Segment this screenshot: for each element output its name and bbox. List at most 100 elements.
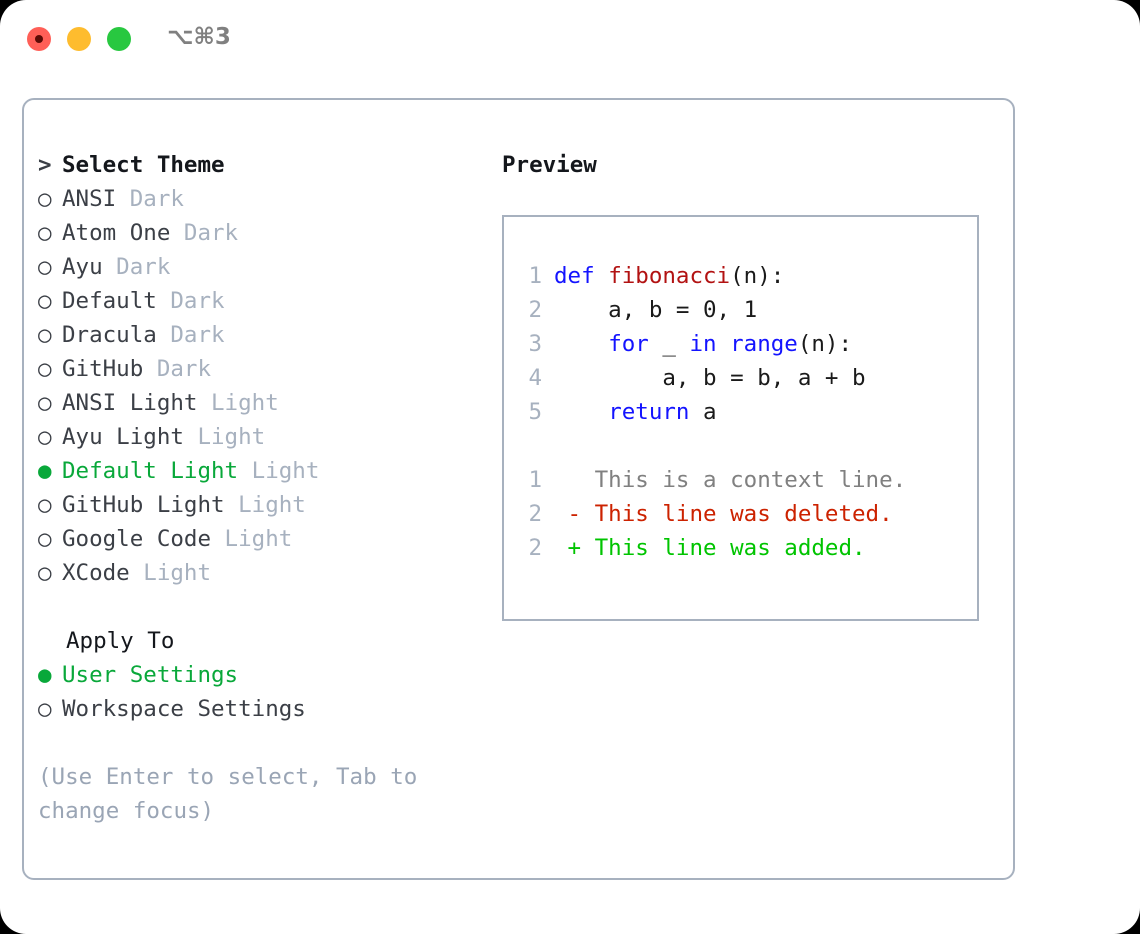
line-number: 3: [528, 331, 542, 357]
code-token: [717, 331, 731, 357]
theme-variant-badge: Light: [211, 526, 293, 552]
theme-picker-panel: >Select Theme ○ANSI Dark○Atom One Dark○A…: [22, 98, 1015, 880]
theme-variant-badge: Dark: [102, 254, 171, 280]
apply-to-heading: Apply To: [66, 628, 175, 654]
line-number: 1: [528, 263, 542, 289]
theme-name: Dracula: [62, 322, 157, 348]
theme-list-item[interactable]: ○ Google Code Light: [38, 522, 488, 556]
apply-to-list: ● User Settings ○ Workspace Settings: [38, 658, 488, 726]
code-line: 5 return a: [520, 395, 906, 429]
radio-unselected-icon: ○: [38, 696, 52, 722]
diff-line: 2 - This line was deleted.: [520, 497, 906, 531]
theme-variant-badge: Dark: [156, 288, 225, 314]
code-token: a: [689, 399, 717, 425]
apply-to-item[interactable]: ● User Settings: [38, 658, 488, 692]
diff-line: 1 This is a context line.: [520, 463, 906, 497]
minimize-button[interactable]: [67, 27, 91, 51]
radio-unselected-icon: ○: [38, 186, 52, 212]
select-theme-prompt: > Select Theme: [38, 148, 488, 182]
theme-name: Ayu: [62, 254, 103, 280]
prompt-caret-icon: >: [38, 152, 52, 178]
line-number: 2: [528, 501, 542, 527]
radio-unselected-icon: ○: [38, 220, 52, 246]
diff-line: 2 + This line was added.: [520, 531, 906, 565]
code-line: 1 def fibonacci(n):: [520, 259, 906, 293]
diff-line-text: - This line was deleted.: [554, 501, 893, 527]
title-bar: ⌥⌘3: [0, 0, 1140, 78]
code-token: range: [730, 331, 798, 357]
theme-variant-badge: Light: [238, 458, 320, 484]
theme-list-item[interactable]: ● Default Light Light: [38, 454, 488, 488]
theme-name: XCode: [62, 560, 130, 586]
code-token: return: [608, 399, 690, 425]
theme-variant-badge: Light: [224, 492, 306, 518]
code-token: fibonacci: [608, 263, 731, 289]
code-token: [554, 399, 608, 425]
theme-variant-badge: Light: [129, 560, 212, 586]
select-theme-label: Select Theme: [62, 152, 225, 178]
radio-unselected-icon: ○: [38, 254, 52, 280]
apply-to-label: User Settings: [62, 662, 239, 688]
theme-name: GitHub Light: [62, 492, 225, 518]
theme-selector-column: >Select Theme ○ANSI Dark○Atom One Dark○A…: [38, 148, 488, 828]
diff-line-text: This is a context line.: [554, 467, 907, 493]
code-token: a, b = 0, 1: [554, 297, 758, 323]
radio-unselected-icon: ○: [38, 560, 52, 586]
theme-list-item[interactable]: ○ XCode Light: [38, 556, 488, 590]
code-line: 2 a, b = 0, 1: [520, 293, 906, 327]
theme-list-item[interactable]: ○Default Dark: [38, 284, 488, 318]
list-spacer: [38, 590, 488, 624]
theme-list-item[interactable]: ○ GitHub Dark: [38, 352, 488, 386]
theme-name: GitHub: [62, 356, 144, 382]
code-token: (n):: [730, 263, 785, 289]
theme-name: Google Code: [62, 526, 212, 552]
radio-selected-icon: ●: [38, 662, 52, 688]
radio-unselected-icon: ○: [38, 322, 52, 348]
keyboard-hint-text: (Use Enter to select, Tab to change focu…: [38, 764, 418, 824]
code-token: a, b = b, a + b: [554, 365, 866, 391]
theme-list-item[interactable]: ○Atom One Dark: [38, 216, 488, 250]
code-line: 3 for _ in range(n):: [520, 327, 906, 361]
theme-name: Default Light: [62, 458, 239, 484]
radio-unselected-icon: ○: [38, 492, 52, 518]
keyboard-shortcut-label: ⌥⌘3: [167, 24, 231, 50]
theme-name: ANSI Light: [62, 390, 198, 416]
diff-line-text: + This line was added.: [554, 535, 866, 561]
theme-list-item[interactable]: ○ GitHub Light Light: [38, 488, 488, 522]
apply-to-label: Workspace Settings: [62, 696, 306, 722]
code-token: _: [648, 331, 690, 357]
theme-list-item[interactable]: ○ Ayu Light Light: [38, 420, 488, 454]
theme-variant-badge: Dark: [170, 220, 239, 246]
code-token: [554, 331, 608, 357]
theme-list-item[interactable]: ○ Dracula Dark: [38, 318, 488, 352]
preview-title: Preview: [502, 152, 597, 178]
code-blank-line: [520, 429, 906, 463]
theme-list-item[interactable]: ○ANSI Dark: [38, 182, 488, 216]
theme-list-item[interactable]: ○ Ayu Dark: [38, 250, 488, 284]
apply-to-item[interactable]: ○ Workspace Settings: [38, 692, 488, 726]
maximize-button[interactable]: [107, 27, 131, 51]
radio-selected-icon: ●: [38, 458, 52, 484]
theme-variant-badge: Light: [183, 424, 266, 450]
code-line: 4 a, b = b, a + b: [520, 361, 906, 395]
radio-unselected-icon: ○: [38, 356, 52, 382]
theme-variant-badge: Dark: [156, 322, 225, 348]
theme-variant-badge: Dark: [143, 356, 212, 382]
radio-unselected-icon: ○: [38, 526, 52, 552]
code-token: def: [554, 263, 609, 289]
code-token: for: [608, 331, 649, 357]
theme-name: ANSI: [62, 186, 117, 212]
radio-unselected-icon: ○: [38, 288, 52, 314]
theme-name: Ayu Light: [62, 424, 184, 450]
theme-variant-badge: Light: [197, 390, 279, 416]
radio-unselected-icon: ○: [38, 390, 52, 416]
code-token: in: [689, 331, 717, 357]
theme-list-item[interactable]: ○ ANSI Light Light: [38, 386, 488, 420]
radio-unselected-icon: ○: [38, 424, 52, 450]
close-button[interactable]: [27, 27, 51, 51]
line-number: 2: [528, 297, 542, 323]
